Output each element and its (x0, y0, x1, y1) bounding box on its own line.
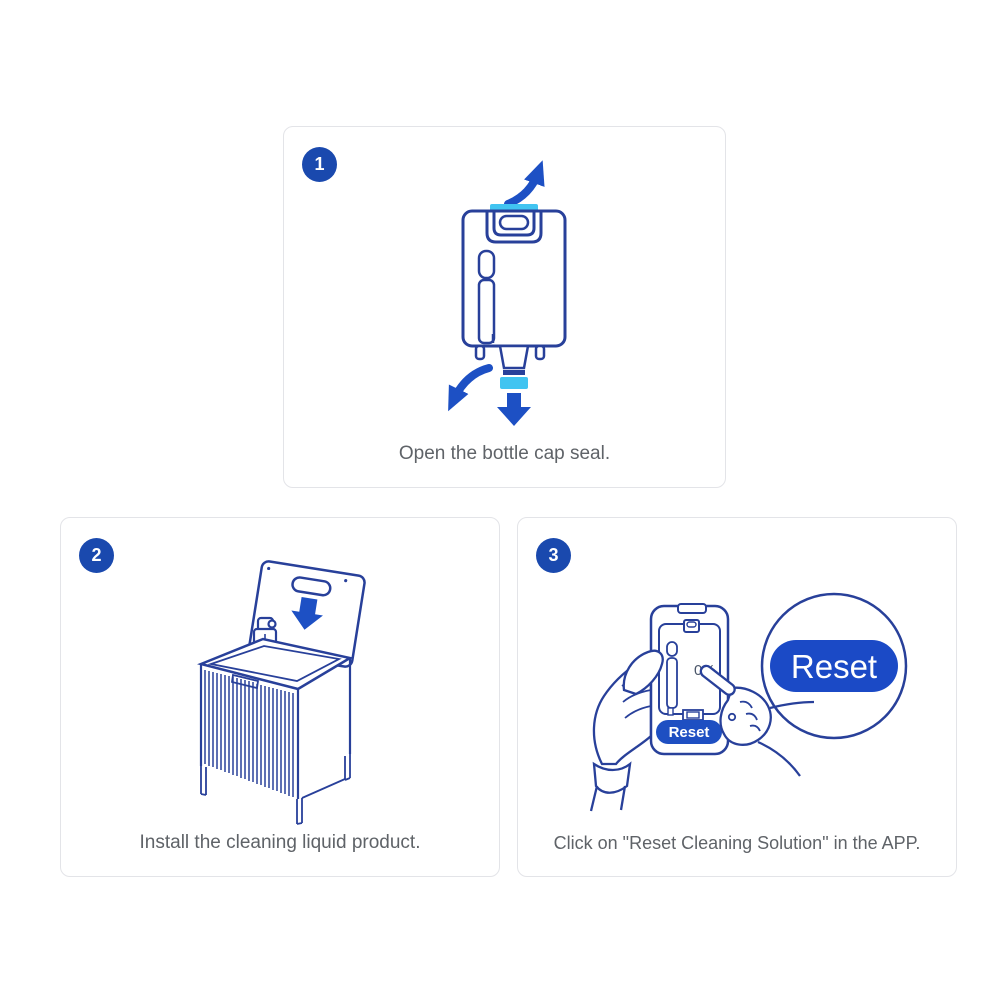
nozzle-seal-highlight (500, 377, 528, 389)
tank-drawing (197, 637, 354, 825)
step-1-panel: 1 (283, 126, 726, 488)
insert-down-arrow-icon (291, 596, 323, 630)
step-caption: Install the cleaning liquid product. (139, 832, 421, 853)
step-2-panel: 2 (60, 517, 500, 877)
step-number-badge: 1 (302, 147, 337, 182)
nozzle-collar (503, 370, 525, 375)
sleeve-cuff (592, 761, 632, 794)
reset-button-app (656, 720, 722, 744)
cleaning-bottle-drawing (461, 209, 567, 370)
thumb-drawing (622, 649, 664, 696)
step-number-badge: 2 (79, 538, 114, 573)
bottle-cap-seal-illustration (448, 160, 567, 426)
step-caption: Open the bottle cap seal. (398, 443, 611, 464)
phone-speaker-notch (677, 603, 707, 614)
install-liquid-illustration (197, 560, 366, 825)
reset-button-app-label: Reset (669, 724, 710, 741)
index-finger (699, 664, 736, 696)
open-cap-arrow-icon (504, 160, 545, 208)
reset-button-magnified-label: Reset (791, 648, 877, 685)
step-3-panel: 3 Reset (517, 517, 957, 877)
finger-ring (727, 712, 737, 722)
step-caption: Click on "Reset Cleaning Solution" in th… (553, 833, 921, 853)
tank-ridges (204, 670, 294, 797)
pull-down-arrow-icon (497, 393, 531, 426)
app-reset-illustration: Reset 0% (589, 592, 908, 812)
magnifier-circle: Reset (760, 592, 908, 740)
peel-seal-arrow-icon (448, 364, 493, 412)
reset-button-magnified (770, 640, 898, 692)
step-number-badge: 3 (536, 538, 571, 573)
tapping-hand-drawing (699, 664, 815, 777)
